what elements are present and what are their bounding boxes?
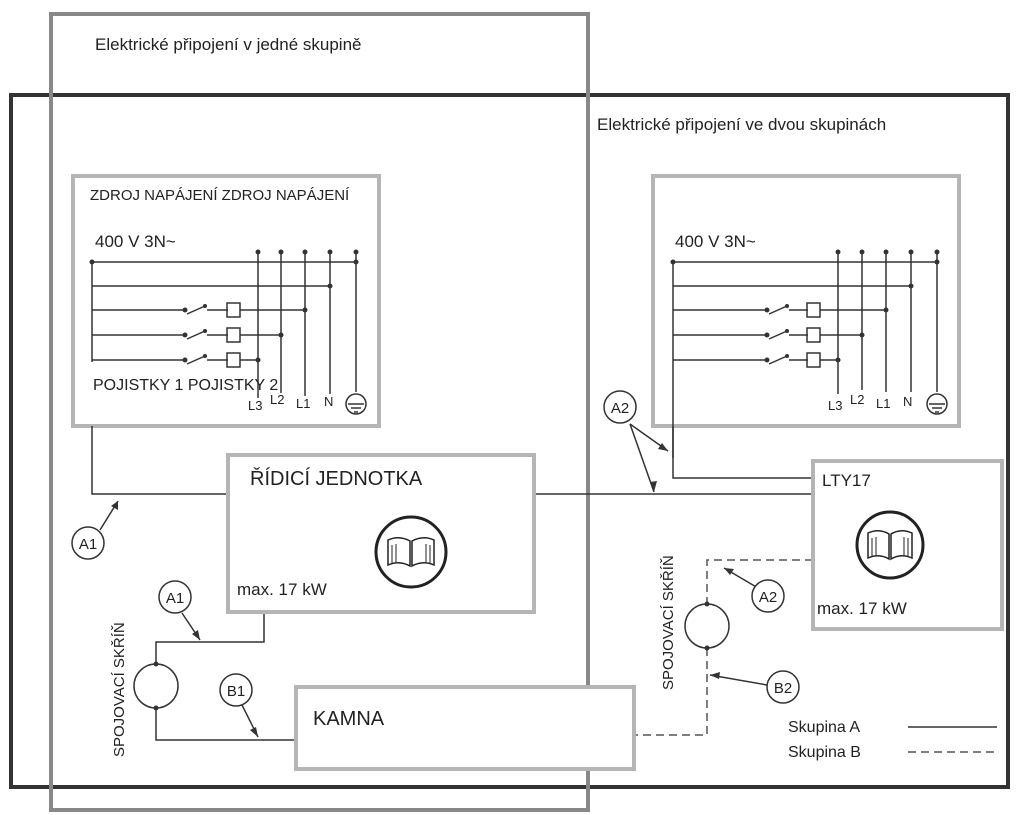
right-junction-box: SPOJOVACÍ SKŘÍŇ	[660, 555, 730, 690]
right-junction-box-label: SPOJOVACÍ SKŘÍŇ	[660, 555, 677, 690]
callout-b1: B1	[219, 673, 253, 707]
callout-arrowheads	[111, 443, 734, 737]
right-terminal-l3: L3	[828, 398, 842, 413]
heater-title: KAMNA	[313, 708, 385, 730]
svg-text:B2: B2	[774, 680, 792, 697]
left-junction-box: SPOJOVACÍ SKŘÍŇ	[111, 622, 179, 757]
callout-a2-upper: A2	[603, 390, 637, 424]
left-terminal-l1: L1	[296, 396, 310, 411]
manual-book-icon	[374, 515, 448, 589]
left-power-supply: ZDROJ NAPÁJENÍ ZDROJ NAPÁJENÍ 400 V 3N~	[71, 174, 381, 428]
single-group-frame	[49, 12, 590, 812]
svg-text:A1: A1	[79, 536, 97, 553]
manual-book-icon	[855, 510, 925, 580]
two-groups-frame	[9, 93, 1010, 789]
lty17-max: max. 17 kW	[817, 599, 907, 618]
svg-text:B1: B1	[227, 683, 245, 700]
svg-text:A2: A2	[611, 400, 629, 417]
legend-group-b: Skupina B	[788, 744, 861, 761]
heater-box: KAMNA	[294, 685, 636, 771]
left-fuses-label: POJISTKY 1 POJISTKY 2	[93, 377, 278, 394]
lty17-title: LTY17	[822, 471, 871, 490]
callout-a2-lower: A2	[751, 579, 785, 613]
callout-b2: B2	[766, 670, 800, 704]
group-a-wiring	[91, 426, 813, 741]
legend-group-a: Skupina A	[788, 719, 860, 736]
svg-text:A1: A1	[166, 590, 184, 607]
right-power-supply: 400 V 3N~	[651, 174, 961, 458]
left-supply-title: ZDROJ NAPÁJENÍ ZDROJ NAPÁJENÍ	[90, 187, 350, 204]
single-group-title: Elektrické připojení v jedné skupině	[95, 35, 361, 54]
legend: Skupina A Skupina B	[788, 719, 997, 761]
right-terminal-l2: L2	[850, 392, 864, 407]
two-groups-title: Elektrické připojení ve dvou skupinách	[597, 115, 886, 134]
left-terminal-l2: L2	[270, 392, 284, 407]
right-terminal-l1: L1	[876, 396, 890, 411]
left-terminal-n: N	[324, 394, 333, 409]
right-terminal-n: N	[903, 394, 912, 409]
control-unit-title: ŘÍDICÍ JEDNOTKA	[250, 467, 423, 490]
right-supply-voltage: 400 V 3N~	[675, 232, 756, 251]
left-junction-box-label: SPOJOVACÍ SKŘÍŇ	[111, 622, 128, 757]
callout-a1-lower: A1	[158, 580, 192, 614]
control-unit: ŘÍDICÍ JEDNOTKA max. 17 kW	[226, 453, 536, 614]
left-supply-voltage: 400 V 3N~	[95, 232, 176, 251]
lty17-unit: LTY17 max. 17 kW	[811, 459, 1004, 631]
left-terminal-l3: L3	[248, 398, 262, 413]
callout-a1-upper: A1	[71, 526, 105, 560]
svg-text:A2: A2	[759, 589, 777, 606]
control-unit-max: max. 17 kW	[237, 580, 327, 599]
group-b-wiring	[634, 559, 813, 736]
